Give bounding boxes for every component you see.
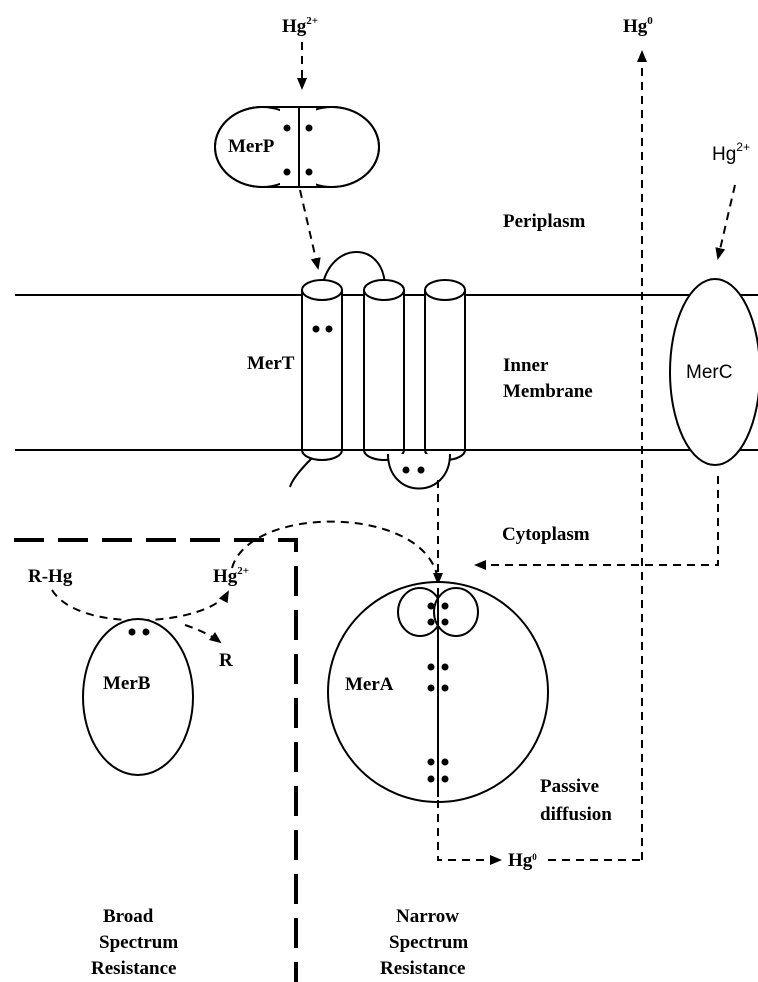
- r-hg-label: R-Hg: [28, 566, 73, 587]
- broad-spectrum-label-line2: Spectrum: [99, 932, 178, 953]
- passive-diffusion-label-line1: Passive: [540, 776, 599, 797]
- merp-label: MerP: [228, 136, 275, 157]
- hg0-bottom-label: Hg0: [508, 850, 537, 871]
- hg0-top-label: Hg0: [623, 15, 653, 37]
- hg2-right-label: Hg2+: [712, 140, 750, 165]
- hg2-to-merc-arrow: [718, 185, 735, 258]
- periplasm-label: Periplasm: [503, 211, 585, 232]
- rhg-to-hg2-arrow: [52, 590, 228, 620]
- hg2-top-label: Hg2+: [282, 15, 318, 37]
- narrow-spectrum-label-line2: Spectrum: [389, 932, 468, 953]
- mera-to-hg0-arrow: [438, 800, 500, 860]
- narrow-spectrum-label-line3: Resistance: [380, 958, 465, 979]
- merc-label: MerC: [686, 362, 732, 383]
- narrow-spectrum-label-line1: Narrow: [396, 906, 459, 927]
- merc-to-mera-arrow: [476, 476, 718, 565]
- passive-diffusion-label-line2: diffusion: [540, 804, 612, 825]
- mert-protein: [290, 252, 465, 489]
- inner-membrane-label-line2: Membrane: [503, 381, 593, 402]
- cytoplasm-label: Cytoplasm: [502, 524, 590, 545]
- r-label: R: [219, 650, 233, 671]
- merp-to-mert-arrow: [300, 190, 318, 268]
- broad-spectrum-label-line3: Resistance: [91, 958, 176, 979]
- merb-label: MerB: [103, 673, 151, 694]
- hg2-merb-label: Hg2+: [213, 565, 249, 587]
- hg2-transfer-curve: [232, 522, 437, 575]
- broad-spectrum-label-line1: Broad: [103, 906, 154, 927]
- merb-to-r-arrow: [185, 625, 220, 642]
- inner-membrane-label-line1: Inner: [503, 355, 549, 376]
- merb-protein: [83, 619, 193, 775]
- mera-label: MerA: [345, 674, 394, 695]
- mert-label: MerT: [247, 353, 295, 374]
